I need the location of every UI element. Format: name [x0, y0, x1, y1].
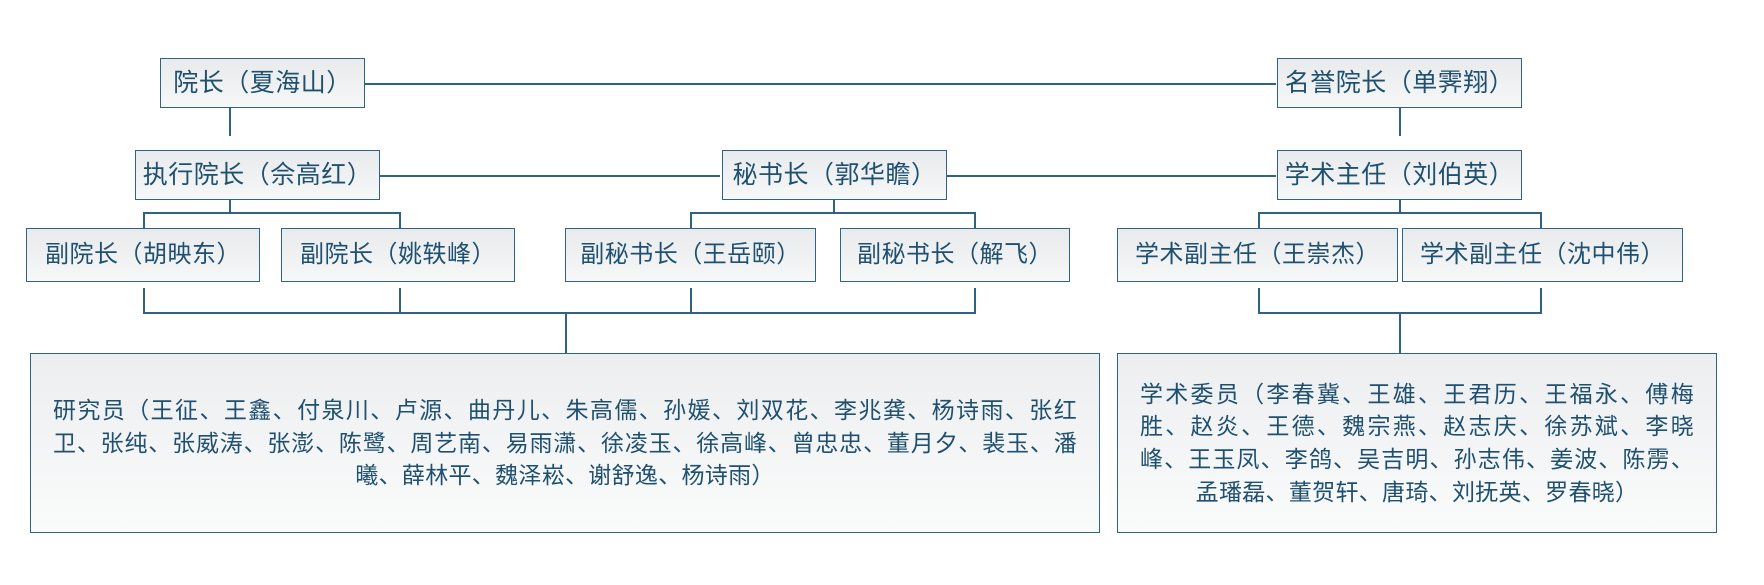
connector-deputy2-down: [974, 288, 976, 314]
node-executive-dean-label: 执行院长（佘高红）: [142, 160, 373, 189]
connector-left-merge-down: [565, 312, 567, 354]
node-academic-vice-director-1[interactable]: 学术副主任（王崇杰）: [1117, 228, 1398, 282]
connector-academic-stem: [1399, 190, 1401, 214]
node-academic-director-label: 学术主任（刘伯英）: [1284, 160, 1515, 189]
connector-academic-bus: [1258, 212, 1542, 214]
connector-exec-to-vicedean2: [399, 212, 401, 240]
node-academic-committee-label: 学术委员（李春冀、王雄、王君历、王福永、傅梅胜、赵炎、王德、魏宗燕、赵志庆、徐苏…: [1140, 380, 1694, 505]
connector-vicedean2-down: [399, 288, 401, 314]
connector-vicedean1-down: [143, 288, 145, 314]
node-dean[interactable]: 院长（夏海山）: [160, 58, 365, 108]
connector-exec-to-secretary: [378, 175, 720, 177]
connector-left-merge-bus: [143, 312, 976, 314]
node-deputy-secretary-2-label: 副秘书长（解飞）: [857, 241, 1053, 269]
connector-secretary-to-deputy1: [690, 212, 692, 240]
node-vice-dean-2-label: 副院长（姚轶峰）: [300, 241, 496, 269]
node-vice-dean-1[interactable]: 副院长（胡映东）: [26, 228, 260, 282]
node-secretary-general[interactable]: 秘书长（郭华瞻）: [722, 150, 947, 200]
node-honorary-dean-label: 名誉院长（单霁翔）: [1284, 68, 1515, 97]
node-dean-label: 院长（夏海山）: [173, 68, 352, 97]
connector-exec-bus: [143, 212, 401, 214]
connector-exec-to-vicedean1: [143, 212, 145, 240]
node-deputy-secretary-1[interactable]: 副秘书长（王岳颐）: [565, 228, 816, 282]
node-vice-dean-2[interactable]: 副院长（姚轶峰）: [281, 228, 515, 282]
node-secretary-general-label: 秘书长（郭华瞻）: [732, 160, 937, 189]
node-honorary-dean[interactable]: 名誉院长（单霁翔）: [1277, 58, 1522, 108]
connector-acadvice1-down: [1258, 288, 1260, 314]
node-deputy-secretary-2[interactable]: 副秘书长（解飞）: [840, 228, 1070, 282]
connector-exec-stem: [229, 190, 231, 214]
connector-dean-down: [229, 96, 231, 136]
node-academic-committee[interactable]: 学术委员（李春冀、王雄、王君历、王福永、傅梅胜、赵炎、王德、魏宗燕、赵志庆、徐苏…: [1117, 353, 1717, 533]
connector-acadvice2-down: [1540, 288, 1542, 314]
node-academic-vice-director-2[interactable]: 学术副主任（沈中伟）: [1402, 228, 1683, 282]
connector-dean-to-honorary: [322, 83, 1276, 85]
connector-secretary-bus: [690, 212, 976, 214]
connector-secretary-to-deputy2: [974, 212, 976, 240]
connector-secretary-stem: [833, 190, 835, 214]
node-academic-vice-director-2-label: 学术副主任（沈中伟）: [1420, 241, 1665, 269]
connector-academic-to-vice2: [1540, 212, 1542, 240]
connector-deputy1-down: [690, 288, 692, 314]
node-researchers-label: 研究员（王征、王鑫、付泉川、卢源、曲丹儿、朱高儒、孙媛、刘双花、李兆龚、杨诗雨、…: [53, 397, 1077, 489]
connector-right-merge-down: [1399, 312, 1401, 354]
node-academic-vice-director-1-label: 学术副主任（王崇杰）: [1135, 241, 1380, 269]
node-academic-director[interactable]: 学术主任（刘伯英）: [1277, 150, 1522, 200]
node-vice-dean-1-label: 副院长（胡映东）: [45, 241, 241, 269]
connector-honorary-down: [1399, 96, 1401, 136]
connector-secretary-to-academic: [946, 175, 1276, 177]
node-deputy-secretary-1-label: 副秘书长（王岳颐）: [580, 241, 801, 269]
node-researchers[interactable]: 研究员（王征、王鑫、付泉川、卢源、曲丹儿、朱高儒、孙媛、刘双花、李兆龚、杨诗雨、…: [30, 353, 1100, 533]
connector-academic-to-vice1: [1258, 212, 1260, 240]
node-executive-dean[interactable]: 执行院长（佘高红）: [135, 150, 380, 200]
